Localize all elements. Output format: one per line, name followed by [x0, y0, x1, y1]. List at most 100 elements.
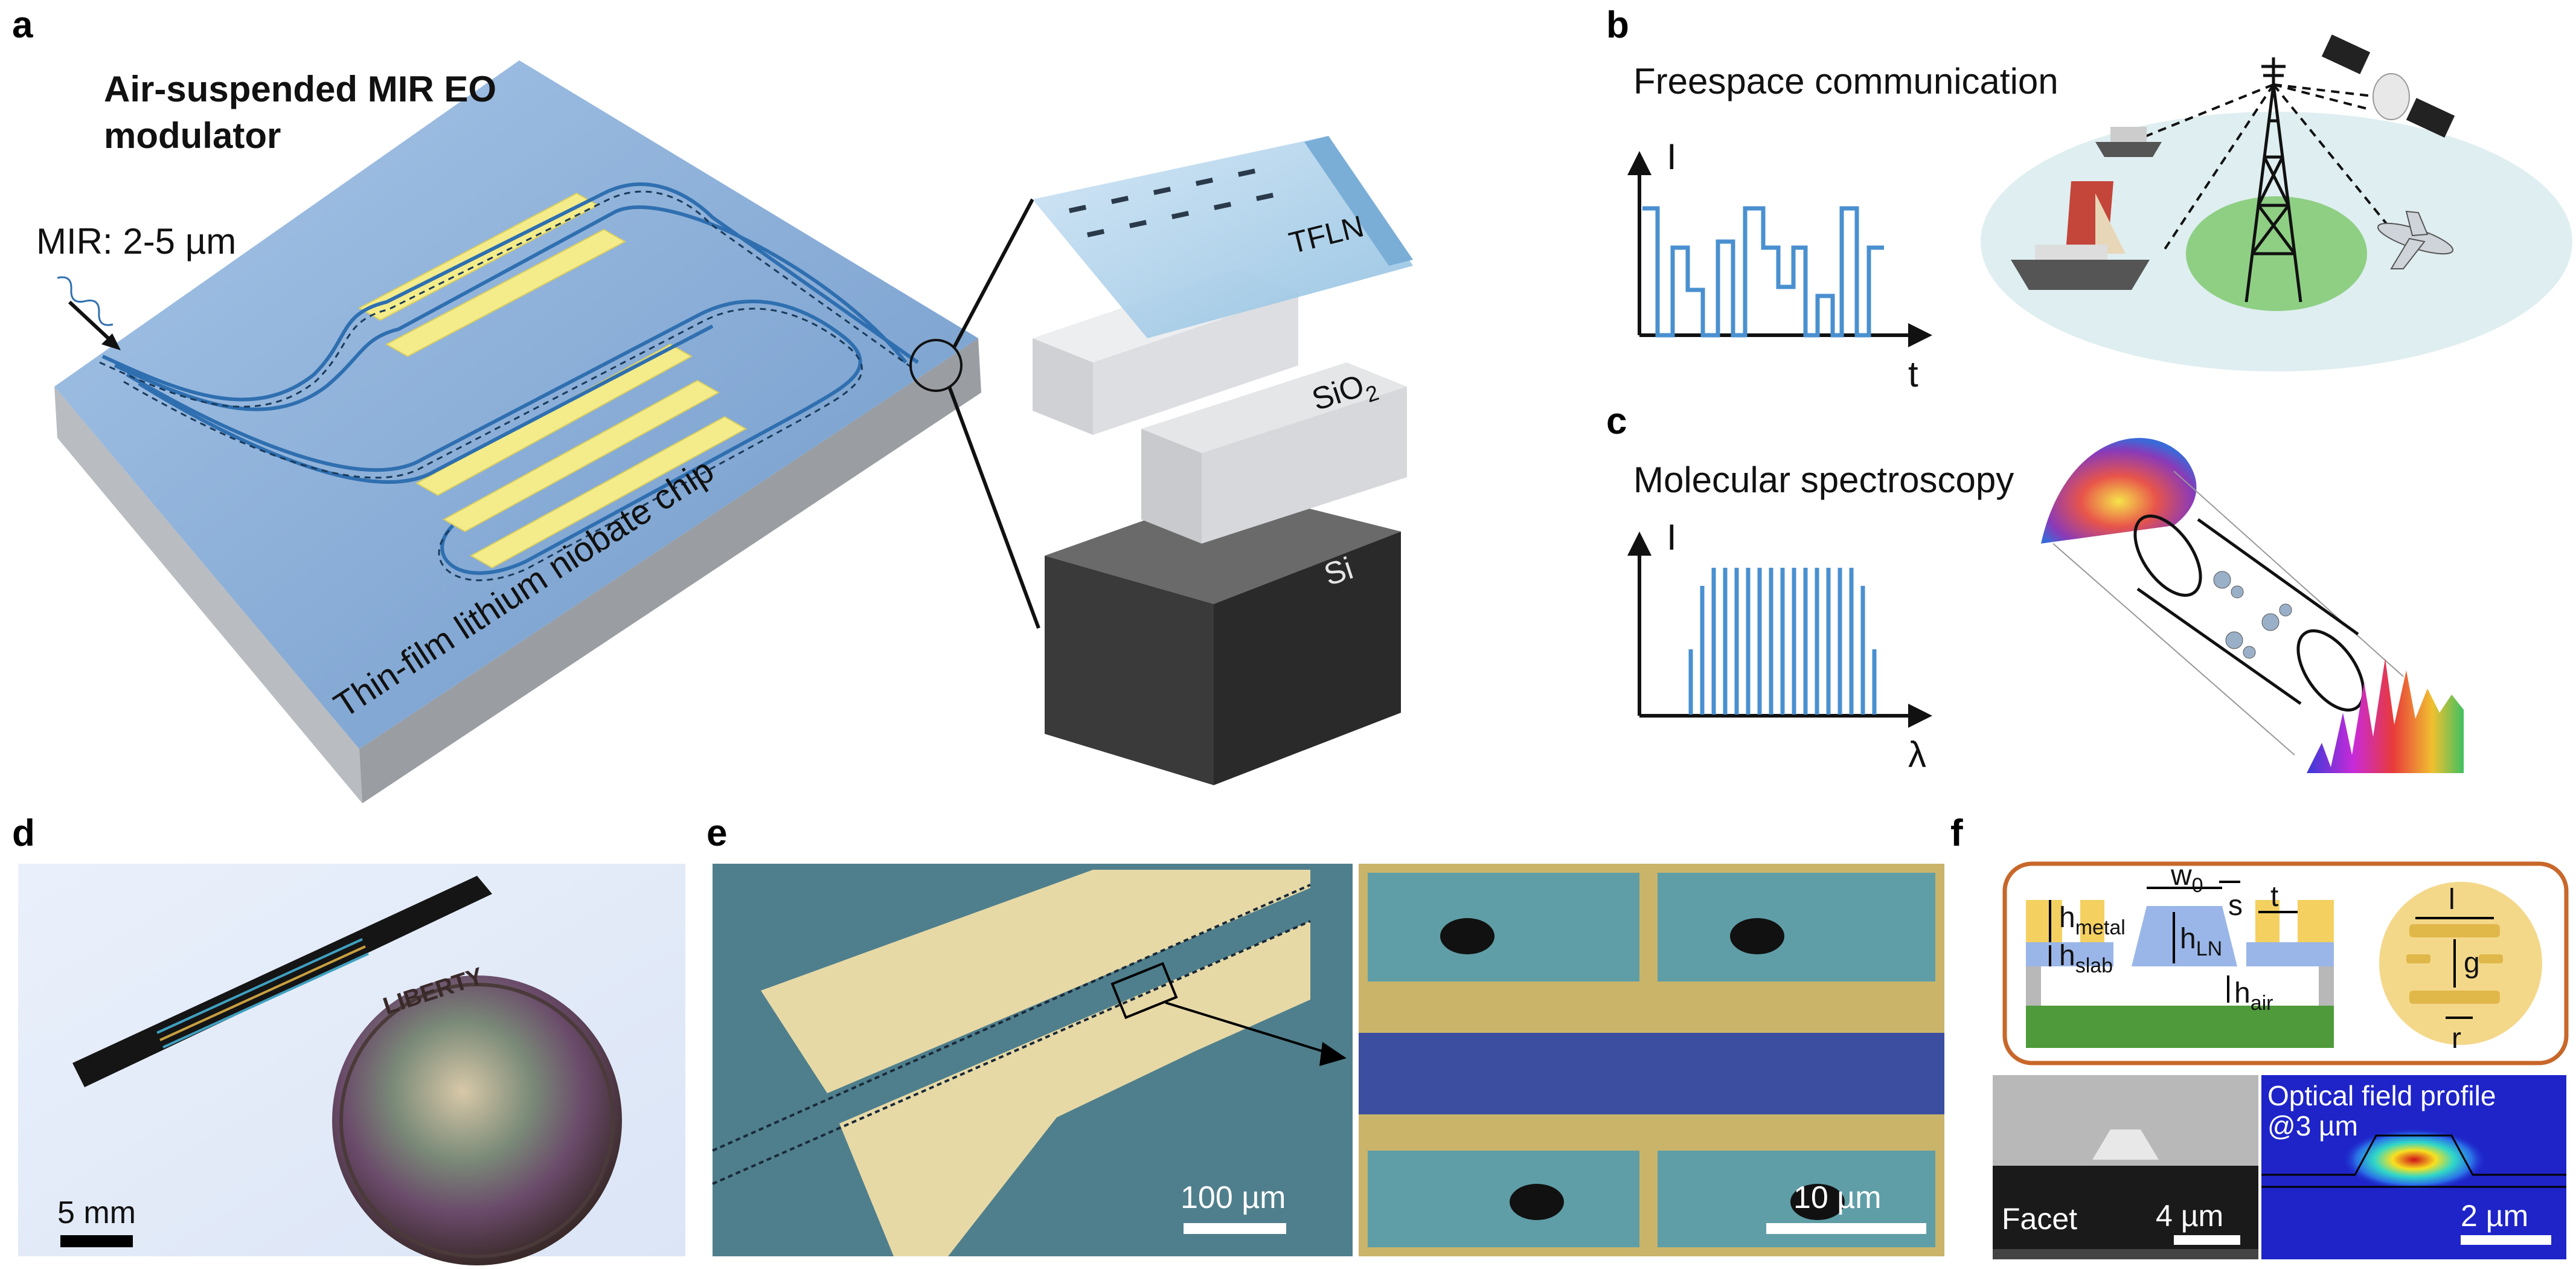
- panel-e-letter: e: [706, 812, 727, 854]
- sem-zoom-holes: [1440, 918, 1845, 1220]
- panel-f: f hmetal hslab hLN hair w0 s t: [1950, 812, 2569, 1259]
- sem-zoom-arrow-head-icon: [1319, 1042, 1347, 1066]
- f-facet-scale-label: 4 µm: [2156, 1199, 2223, 1233]
- zoom-line-top: [952, 198, 1034, 349]
- panel-d-letter: d: [12, 812, 35, 854]
- panel-a: a Air-su: [12, 4, 1413, 803]
- mir-arrow-head-icon: [101, 333, 121, 350]
- quarter-coin: [332, 975, 622, 1265]
- f-mode: [2342, 1128, 2487, 1191]
- sem-zoom-slab-tr: [1658, 873, 1935, 981]
- f-slab-left: [2026, 942, 2113, 966]
- f-s: s: [2228, 890, 2243, 922]
- f-field-title-line1: Optical field profile: [2267, 1080, 2496, 1111]
- sio2-block-top: [1141, 362, 1407, 453]
- sio2-block2-front: [1093, 293, 1298, 435]
- mir-label: MIR: 2-5 µm: [36, 221, 236, 262]
- d-scale-label: 5 mm: [57, 1195, 136, 1230]
- airplane-icon: [2377, 210, 2454, 269]
- f-oxide-right: [2319, 966, 2334, 1006]
- d-scale-bar: [60, 1235, 133, 1247]
- chip-electrodes: [156, 938, 369, 1049]
- f-metal-right: [2298, 900, 2334, 942]
- gas-cell-icon: [2133, 514, 2365, 712]
- panel-b-title: Freespace communication: [1633, 61, 2059, 101]
- c-y-label: I: [1667, 517, 1677, 557]
- zoom-line-bottom: [947, 385, 1040, 629]
- molecules-icon: [2213, 571, 2292, 659]
- sem-electrode-top: [761, 870, 1310, 1093]
- coin-rim: [339, 983, 615, 1258]
- e-scale-left-bar: [1184, 1223, 1286, 1234]
- f-facet-ridge: [2092, 1129, 2159, 1160]
- e-scale-right-label: 10 µm: [1793, 1180, 1882, 1215]
- output-spectrum: [2307, 658, 2464, 773]
- f-g: g: [2464, 947, 2480, 979]
- f-h-metal: hmetal: [2059, 902, 2126, 939]
- sem-zoom-arrow: [1165, 1001, 1332, 1055]
- b-y-arrow-icon: [1627, 151, 1652, 175]
- sio2-block-front: [1202, 387, 1407, 544]
- panel-a-title-line2: modulator: [104, 115, 281, 156]
- f-field-scale-label: 2 µm: [2461, 1199, 2528, 1233]
- f-w0: w0: [2170, 859, 2203, 897]
- chip-top: [54, 60, 978, 749]
- f-metal-right2: [2255, 900, 2280, 942]
- panel-b-letter: b: [1606, 4, 1629, 46]
- sem-waveguides: [712, 884, 1311, 1185]
- e-scale-right-bar: [1766, 1223, 1926, 1234]
- mir-arrow: [68, 300, 117, 346]
- b-x-arrow-icon: [1908, 323, 1932, 347]
- panel-a-title-line1: Air-suspended MIR EO: [104, 69, 496, 109]
- f-metal-left2: [2080, 900, 2104, 942]
- f-h-slab: hslab: [2059, 940, 2113, 977]
- electrode-4: [442, 379, 720, 533]
- sailboat-icon: [2011, 181, 2150, 290]
- b-signal-trace: [1642, 206, 1884, 338]
- panel-c: c Molecular spectroscopy I λ: [1606, 400, 2464, 775]
- si-block-right: [1214, 532, 1401, 785]
- f-field-title-line2: @3 µm: [2267, 1110, 2358, 1142]
- f-metal-left: [2026, 900, 2062, 942]
- ship-icon: [2095, 127, 2162, 157]
- panel-a-letter: a: [12, 4, 33, 46]
- f-r: r: [2452, 1023, 2461, 1055]
- panel-e: e 100 µm 10 µm: [706, 812, 1944, 1256]
- tfln-slots: [1069, 169, 1274, 237]
- sem-zoom-waveguide: [1359, 1033, 1944, 1114]
- f-h-air: hair: [2234, 977, 2273, 1015]
- sem-electrode-bottom: [839, 921, 1310, 1256]
- tfln-film: [1033, 136, 1413, 338]
- f-l: l: [2449, 884, 2455, 916]
- f-slab-right: [2246, 942, 2334, 966]
- panel-c-title: Molecular spectroscopy: [1633, 460, 2014, 500]
- sem-zoom-slab-tl: [1368, 873, 1639, 981]
- f-facet-scale-bar: [2174, 1235, 2240, 1245]
- c-y-arrow-icon: [1627, 532, 1652, 556]
- sio2-block-left: [1141, 429, 1202, 544]
- f-dimension-arrows: [2049, 881, 2298, 1003]
- c-comb-lines: [1688, 568, 1877, 715]
- panel-d: d LIBERTY 5 mm: [12, 812, 685, 1265]
- sem-zoom-slab-bl: [1368, 1151, 1639, 1247]
- waveguide-dashes: [99, 190, 915, 582]
- tfln-chip-photo: [72, 876, 492, 1087]
- chip-side-left: [54, 387, 362, 803]
- panel-b: b Freespace communication I t: [1606, 4, 2572, 394]
- e-scale-left-label: 100 µm: [1181, 1180, 1286, 1215]
- satellite-icon: [2321, 34, 2455, 138]
- f-top-view-stubs: [2406, 924, 2503, 1004]
- f-t: t: [2270, 881, 2278, 913]
- panel-f-letter: f: [1950, 812, 1963, 854]
- f-ridge: [2132, 906, 2237, 966]
- electrode-5: [469, 416, 748, 569]
- electrode-2: [385, 228, 627, 358]
- zoom-circle: [909, 339, 963, 392]
- f-field-outline: [2261, 1134, 2566, 1176]
- electrodes: [357, 192, 748, 569]
- panel-c-letter: c: [1606, 400, 1627, 442]
- f-h-ln: hLN: [2180, 923, 2222, 960]
- f-substrate: [2026, 1006, 2334, 1048]
- tfln-rib: [1304, 136, 1413, 266]
